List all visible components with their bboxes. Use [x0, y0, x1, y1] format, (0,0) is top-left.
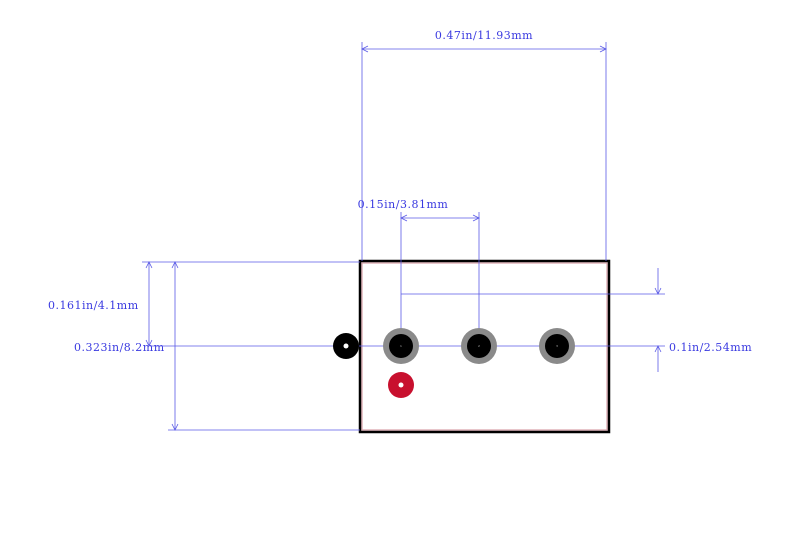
pin-2-number: 2 [478, 344, 480, 348]
origin-marker [333, 333, 359, 359]
dimension-pin-offset-y: 0.161in/4.1mm [48, 261, 360, 347]
pin-1: 1 [383, 328, 419, 364]
pin1-polarity-marker [388, 372, 414, 398]
overall-width-label: 0.47in/11.93mm [435, 29, 533, 42]
pin-offset-y-label: 0.161in/4.1mm [48, 299, 139, 312]
pin-3-number: 3 [556, 344, 558, 348]
component-body-inner [361, 262, 608, 431]
pin-2: 2 [461, 328, 497, 364]
component-body-outline [358, 259, 611, 434]
dimension-pin-pitch: 0.15in/3.81mm [358, 198, 480, 346]
dimension-pin-row-offset: 0.1in/2.54mm [401, 268, 752, 372]
pin-pitch-label: 0.15in/3.81mm [358, 198, 449, 211]
pin-row-offset-label: 0.1in/2.54mm [669, 341, 752, 354]
dimension-overall-width: 0.47in/11.93mm [361, 29, 607, 261]
pin-3: 3 [539, 328, 575, 364]
dimension-overall-height: 0.323in/8.2mm [74, 261, 360, 431]
pin-1-number: 1 [400, 344, 402, 348]
overall-height-label: 0.323in/8.2mm [74, 341, 165, 354]
